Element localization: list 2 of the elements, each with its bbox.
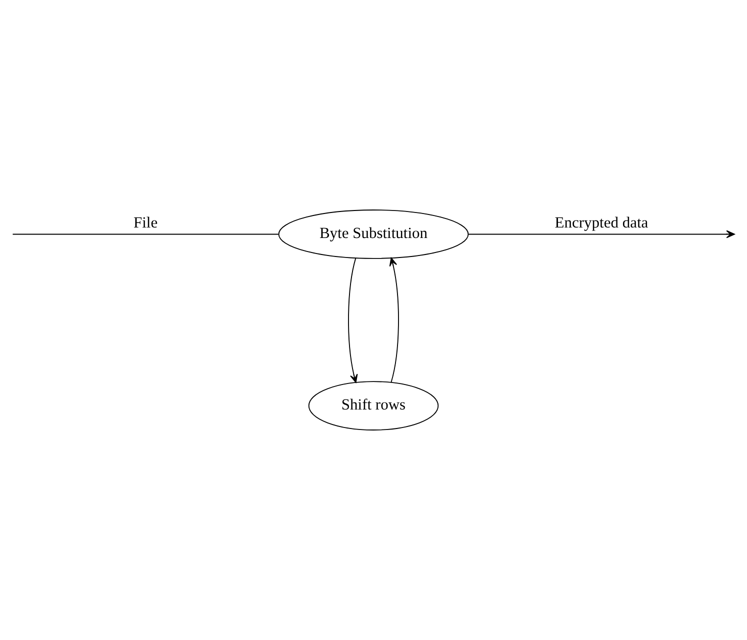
edge-label: File — [133, 214, 158, 232]
edge-label: Encrypted data — [554, 214, 648, 232]
